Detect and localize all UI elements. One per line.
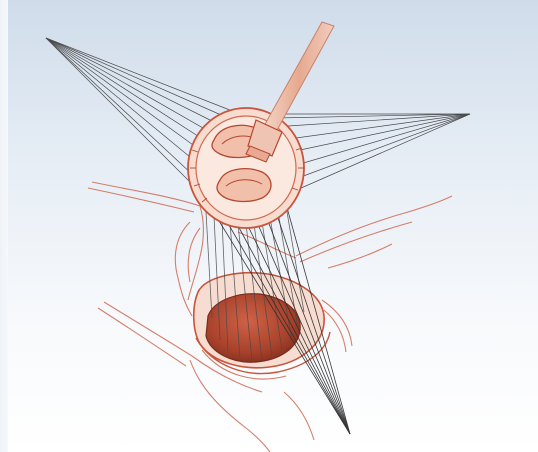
valve-prosthesis (188, 108, 304, 228)
